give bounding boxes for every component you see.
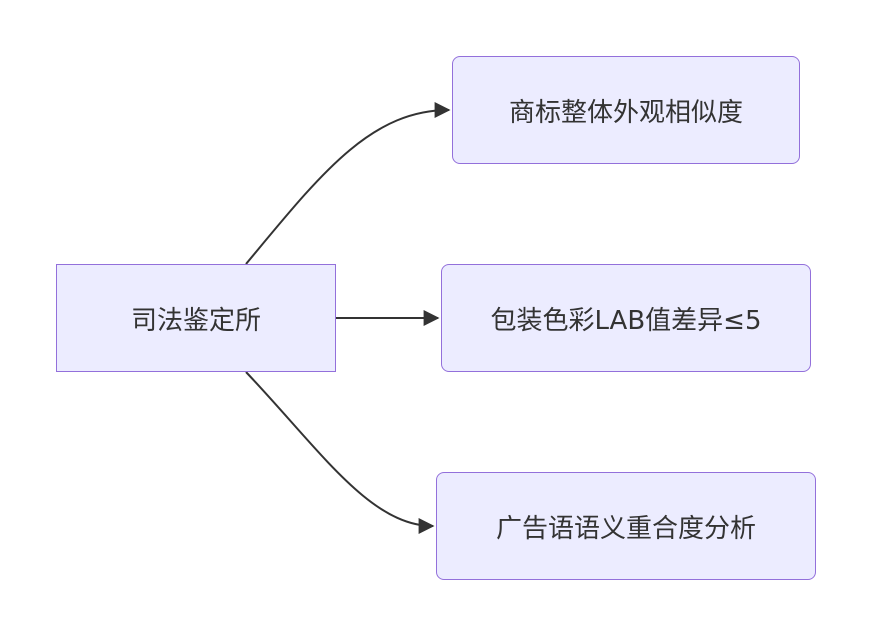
node-slogan-semantic-overlap: 广告语语义重合度分析 [436, 472, 816, 580]
node-forensic-institute: 司法鉴定所 [56, 264, 336, 372]
edge-to-slogan-overlap [245, 371, 435, 534]
node-forensic-institute-label: 司法鉴定所 [130, 305, 261, 336]
node-trademark-appearance-similarity: 商标整体外观相似度 [452, 56, 800, 164]
edge-to-appearance-similarity [245, 102, 451, 265]
node-trademark-appearance-similarity-label: 商标整体外观相似度 [508, 97, 743, 128]
node-slogan-semantic-overlap-label: 广告语语义重合度分析 [495, 513, 756, 544]
node-packaging-color-lab-difference: 包装色彩LAB值差异≤5 [441, 264, 811, 372]
node-packaging-color-lab-difference-label: 包装色彩LAB值差异≤5 [490, 305, 762, 336]
